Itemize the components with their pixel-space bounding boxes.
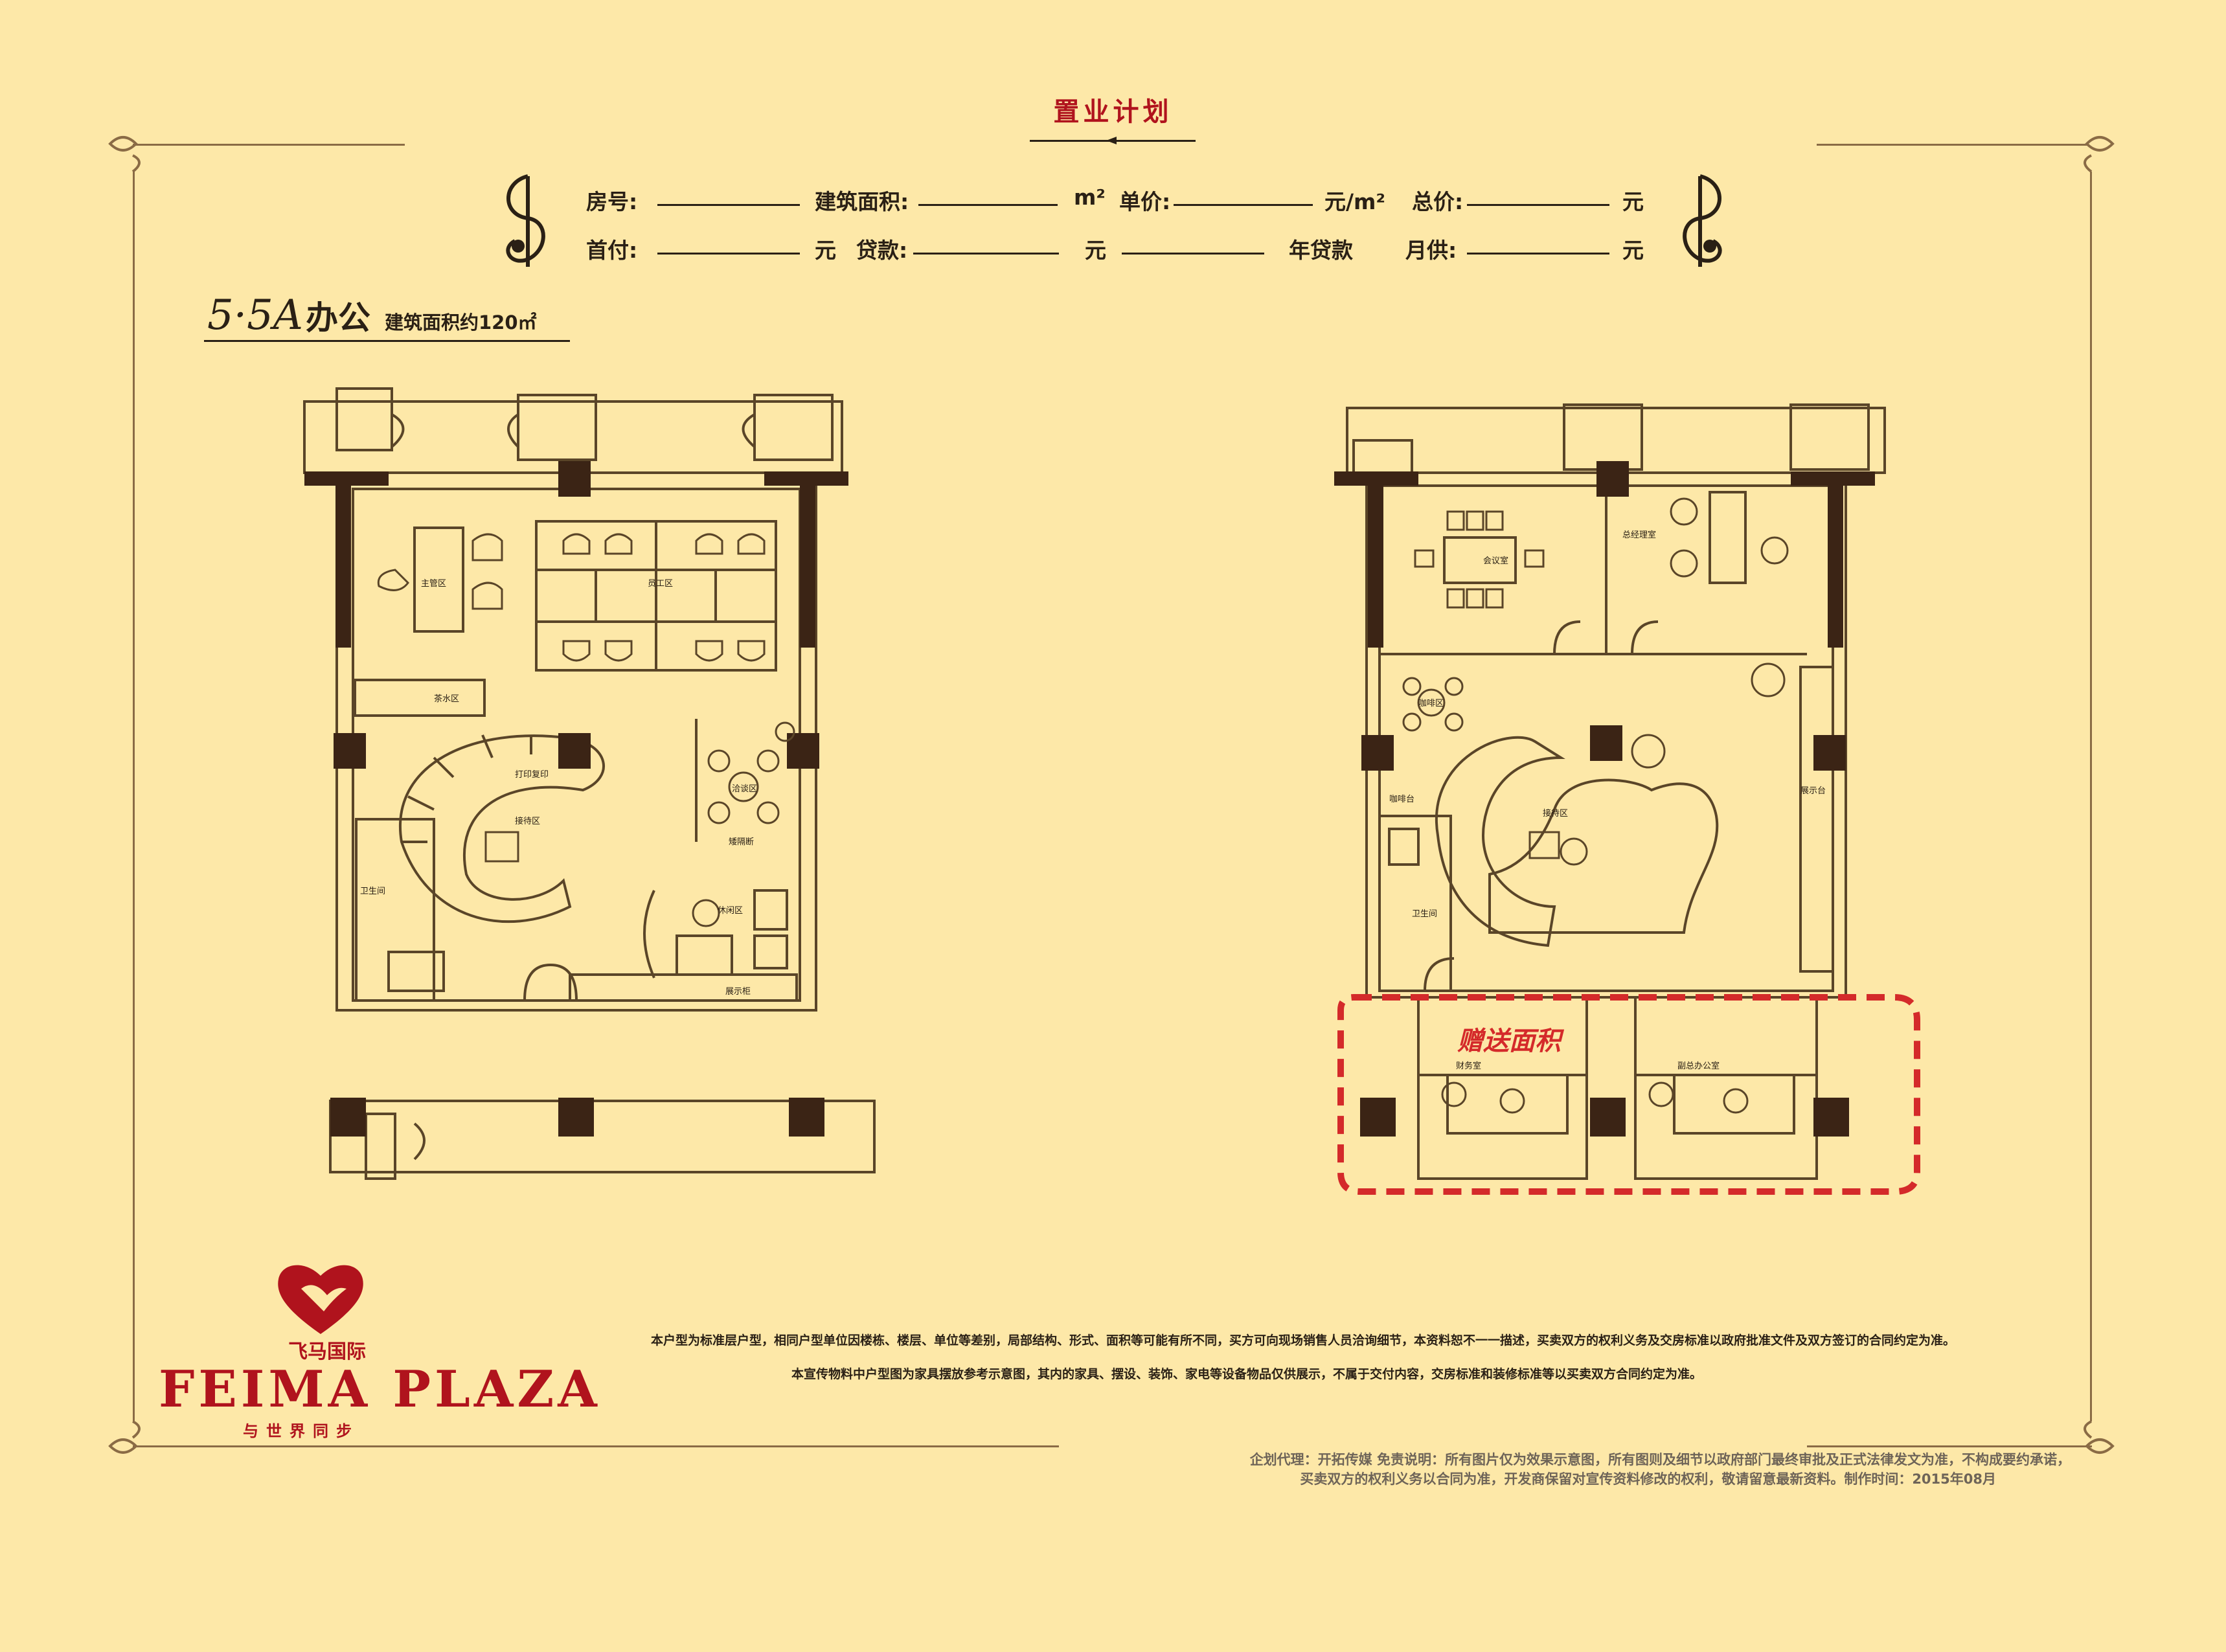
clef-ornament-right-icon [1683, 174, 1722, 267]
floor-plan-lower: 主管区 员工区 茶水区 打印复印 洽谈区 接待区 矮隔断 卫生间 休闲区 展示柜 [303, 387, 876, 1180]
room-no-field[interactable] [657, 204, 800, 206]
brand-en-name: FEIMA PLAZA [159, 1360, 601, 1419]
loan-years-field[interactable] [1122, 253, 1264, 255]
room-label-coffee-bar: 咖啡台 [1389, 795, 1414, 804]
frame-left-line [133, 172, 135, 1421]
room-label-reception: 接待区 [515, 816, 540, 826]
room-label-print: 打印复印 [515, 770, 549, 780]
area-unit: m² [1074, 185, 1106, 210]
monthly-label: 月供: [1405, 238, 1457, 263]
unit-code: 5·5A [207, 291, 303, 339]
loan-label: 贷款: [856, 238, 908, 263]
room-label-coffee-area: 咖啡区 [1418, 699, 1444, 708]
frame-top-right-line [1817, 144, 2089, 146]
room-label-finance: 财务室 [1456, 1061, 1481, 1071]
unit-price-field[interactable] [1174, 204, 1313, 206]
room-label-negotiation: 洽谈区 [732, 784, 757, 794]
disclaimer-line-1: 本户型为标准层户型，相同户型单位因楼栋、楼层、单位等差别，局部结构、形式、面积等… [651, 1333, 1956, 1348]
room-label-meeting: 会议室 [1483, 556, 1508, 566]
area-field[interactable] [918, 204, 1058, 206]
brand-slogan: 与世界同步 [243, 1422, 359, 1440]
room-no-label: 房号: [586, 189, 638, 214]
frame-top-left-line [133, 144, 405, 146]
frame-right-line [2090, 172, 2092, 1421]
brand-cn-name: 飞马国际 [288, 1341, 366, 1363]
unit-price-label: 单价: [1119, 189, 1171, 214]
room-label-tea: 茶水区 [434, 694, 459, 704]
disclaimer-line-2: 本宣传物料中户型图为家具摆放参考示意图，其内的家具、摆设、装饰、家电等设备物品仅… [791, 1367, 1703, 1381]
total-label: 总价: [1412, 189, 1464, 214]
loan-field[interactable] [913, 253, 1059, 255]
down-payment-label: 首付: [586, 238, 638, 263]
frame-bottom-left-line [133, 1445, 1059, 1447]
down-payment-field[interactable] [657, 253, 800, 255]
room-label-partition: 矮隔断 [729, 837, 754, 847]
loan-years-label: 年贷款 [1289, 238, 1353, 263]
down-payment-unit: 元 [815, 238, 836, 263]
heart-logo-icon [278, 1265, 363, 1334]
unit-heading-underline [204, 340, 570, 342]
room-label-gm: 总经理室 [1622, 530, 1656, 540]
room-label-supervisor: 主管区 [421, 579, 446, 589]
floor-plan-upper: 会议室 总经理室 咖啡区 展示台 咖啡台 接待区 卫生间 财务室 副总办公室 [1334, 403, 1920, 1195]
room-label-display-stand: 展示台 [1800, 786, 1826, 796]
frame-bottom-right-line [1807, 1445, 2092, 1447]
room-label-reception-2: 接待区 [1543, 808, 1568, 819]
room-label-staff: 员工区 [648, 579, 673, 589]
unit-type: 办公 [306, 299, 370, 337]
unit-price-unit: 元/m² [1324, 189, 1385, 214]
room-label-washroom: 卫生间 [360, 887, 385, 896]
clef-ornament-left-icon [506, 174, 545, 267]
bonus-area-label: 赠送面积 [1457, 1026, 1561, 1056]
bonus-area-outline [1337, 994, 1920, 1195]
room-label-display: 展示柜 [725, 987, 751, 997]
room-label-vp-office: 副总办公室 [1677, 1061, 1720, 1071]
credits-line-1: 企划代理：开拓传媒 免责说明：所有图片仅为效果示意图，所有图则及细节以政府部门最… [1249, 1452, 2071, 1467]
area-label: 建筑面积: [815, 189, 909, 214]
monthly-unit: 元 [1622, 238, 1644, 263]
unit-area-text: 建筑面积约120㎡ [385, 311, 537, 334]
loan-unit: 元 [1085, 238, 1106, 263]
monthly-field[interactable] [1467, 253, 1609, 255]
room-label-washroom-2: 卫生间 [1412, 909, 1437, 919]
page-title: 置业计划 [1053, 97, 1173, 127]
room-label-lounge: 休闲区 [718, 906, 743, 916]
total-field[interactable] [1467, 204, 1609, 206]
credits-line-2: 买卖双方的权利义务以合同为准，开发商保留对宣传资料修改的权利，敬请留意最新资料。… [1300, 1471, 1996, 1487]
total-unit: 元 [1622, 189, 1644, 214]
unit-heading: 5·5A 办公 建筑面积约120㎡ [207, 291, 537, 339]
